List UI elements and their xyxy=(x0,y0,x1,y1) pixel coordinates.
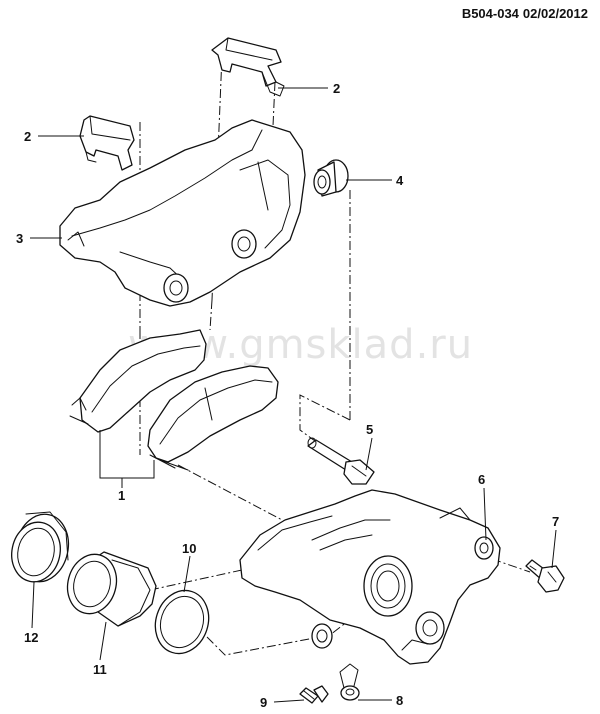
brake-pad-outer xyxy=(147,365,279,471)
callout-5: 5 xyxy=(366,422,373,437)
callout-3: 3 xyxy=(16,231,23,246)
callout-11: 11 xyxy=(93,662,107,677)
callout-10: 10 xyxy=(182,541,196,556)
caliper-bracket xyxy=(59,119,306,307)
brake-pad-bracket-line xyxy=(99,430,155,488)
guide-pin-bolt xyxy=(307,437,375,485)
piston-seal xyxy=(154,589,210,655)
bleeder-cap xyxy=(339,663,360,701)
callout-2-left: 2 xyxy=(24,129,31,144)
callout-labels: 1 2 2 3 4 5 6 7 8 9 10 11 12 xyxy=(16,81,559,710)
bleeder-screw xyxy=(299,685,329,704)
callout-2-upper: 2 xyxy=(333,81,340,96)
callout-7: 7 xyxy=(552,514,559,529)
callout-12: 12 xyxy=(24,630,38,645)
callout-4: 4 xyxy=(396,173,404,188)
callout-6: 6 xyxy=(478,472,485,487)
callout-9: 9 xyxy=(260,695,267,710)
callout-1: 1 xyxy=(118,488,125,503)
leader-lines xyxy=(30,87,557,703)
brake-pad-inner xyxy=(69,329,207,433)
caliper-housing xyxy=(239,489,501,665)
callout-8: 8 xyxy=(396,693,403,708)
diagram-code: B504-034 xyxy=(461,6,519,21)
guide-pin-boot xyxy=(313,159,349,197)
diagram-date: 02/02/2012 xyxy=(522,6,588,21)
anti-rattle-clip-upper xyxy=(211,37,285,97)
anti-rattle-clip-left xyxy=(79,115,135,171)
caliper-piston xyxy=(66,551,157,627)
caliper-bolt xyxy=(525,559,565,593)
dust-boot xyxy=(11,511,70,583)
